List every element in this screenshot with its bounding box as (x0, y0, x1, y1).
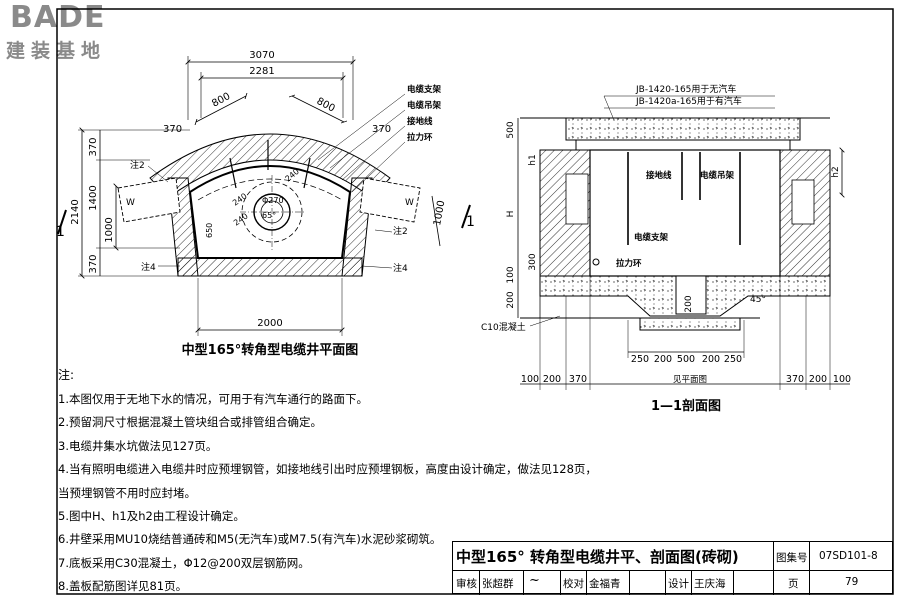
reviewer-signature: ~ (529, 573, 540, 588)
note-8: 8.盖板配筋图详见81页。 (58, 579, 188, 594)
section-dim-h2: h2 (831, 166, 841, 177)
plan-view: 3070 2281 800 800 370 370 W W Φ270 65° 2… (56, 50, 475, 336)
plan-note-4-right: 注4 (393, 262, 408, 274)
section-base-100-right: 100 (833, 374, 851, 385)
section-base-370-right: 370 (786, 374, 804, 385)
section-base-200-left: 200 (543, 374, 561, 385)
section-bottom-500: 500 (677, 354, 695, 365)
plan-w-left: W (126, 198, 135, 208)
pit-diameter: Φ270 (262, 196, 284, 205)
note-4: 4.当有照明电缆进入电缆井时应预埋钢管，如接地线引出时应预埋钢板，高度由设计确定… (58, 462, 597, 477)
section-bottom-200-right: 200 (702, 354, 720, 365)
dim-arc-right: 800 (315, 96, 337, 115)
dim-inner-width: 2281 (249, 66, 274, 77)
plan-note-2-left: 注2 (130, 159, 145, 171)
dim-bottom-width: 2000 (257, 318, 282, 329)
section-dim-H: H (506, 211, 516, 218)
reviewer-name: 张超群 (482, 578, 514, 590)
section-cable-hanger: 电缆吊架 (700, 170, 735, 181)
note-4-cont: 当预埋钢管不用时应封堵。 (58, 485, 196, 500)
dim-overall-width: 3070 (249, 50, 274, 61)
section-dim-pit-200: 200 (684, 295, 694, 312)
atlas-number: 07SD101-8 (819, 550, 878, 562)
callout-jb-car: JB-1420a-165用于有汽车 (635, 95, 742, 107)
note-3: 3.电缆井集水坑做法见127页。 (58, 438, 218, 453)
dim-wall-tl: 370 (163, 124, 182, 135)
section-dim-100: 100 (506, 266, 516, 283)
section-view: JB-1420-165用于无汽车 JB-1420a-165用于有汽车 接地线 (481, 83, 851, 390)
section-pull-ring: 拉力环 (616, 258, 642, 269)
section-bottom-250-right: 250 (724, 354, 742, 365)
title-block-row: 中型165° 转角型电缆井平、剖面图(砖砌) 图集号 07SD101-8 (453, 542, 892, 571)
plan-note-2-right: 注2 (393, 225, 408, 237)
review-label: 审核 (456, 578, 477, 590)
pit-angle: 65° (262, 211, 276, 220)
section-dim-200: 200 (506, 291, 516, 308)
dim-h-mid: 1400 (88, 185, 99, 210)
sheet-frame (56, 8, 894, 595)
atlas-label: 图集号 (776, 552, 808, 564)
section-dim-300: 300 (528, 253, 538, 270)
dim-height-total: 2140 (70, 199, 81, 224)
section-bottom-200-left: 200 (654, 354, 672, 365)
note-1: 1.本图仅用于无地下水的情况，可用于有汽车通行的路面下。 (58, 392, 368, 406)
section-mark-left: 1 (56, 224, 65, 240)
section-base-200-right: 200 (809, 374, 827, 385)
plan-w-right: W (405, 198, 414, 208)
section-base-100-left: 100 (521, 374, 539, 385)
section-caption: 1—1剖面图 (651, 398, 721, 414)
plan-note-4-left: 注4 (141, 261, 156, 273)
leader-ground-wire: 接地线 (407, 116, 433, 127)
note-5: 5.图中H、h1及h2由工程设计确定。 (58, 509, 245, 524)
logo-subtitle: 建装基地 (6, 40, 107, 62)
section-c10-concrete: C10混凝土 (481, 321, 526, 333)
section-dim-500: 500 (506, 121, 516, 138)
notes-heading: 注: (58, 368, 75, 382)
section-cable-support: 电缆支架 (634, 232, 669, 243)
dim-h-top: 370 (88, 137, 99, 156)
section-base-center: 见平面图 (673, 375, 707, 385)
note-2: 2.预留洞尺寸根据混凝土管块组合或排管组合确定。 (58, 415, 322, 430)
designer-name: 王庆海 (694, 578, 726, 590)
note-6: 6.井壁采用MU10烧结普通砖和M5(无汽车)或M7.5(有汽车)水泥砂浆砌筑。 (58, 532, 442, 547)
section-angle-45: 45° (750, 295, 766, 305)
dim-h-bot: 370 (88, 254, 99, 273)
design-label: 设计 (668, 578, 689, 590)
drawing-title: 中型165° 转角型电缆井平、剖面图(砖砌) (456, 548, 739, 566)
page-number: 79 (845, 576, 859, 588)
leader-cable-support: 电缆支架 (407, 84, 442, 95)
check-label: 校对 (563, 578, 584, 590)
section-bottom-250-left: 250 (631, 354, 649, 365)
title-block: 中型165° 转角型电缆井平、剖面图(砖砌) 图集号 07SD101-8 审核 … (452, 541, 893, 595)
leader-cable-hanger: 电缆吊架 (407, 100, 442, 111)
dim-h-right: 1000 (432, 200, 447, 227)
dim-h-w: 1000 (104, 217, 115, 242)
section-ground-wire: 接地线 (646, 170, 672, 181)
dim-650: 650 (205, 223, 214, 238)
notes-block: 注: 1.本图仅用于无地下水的情况，可用于有汽车通行的路面下。 2.预留洞尺寸根… (58, 366, 597, 599)
page-label: 页 (788, 578, 799, 590)
section-dim-h1: h1 (528, 154, 538, 165)
dim-arc-left: 800 (210, 91, 232, 110)
note-7: 7.底板采用C30混凝土，Φ12@200双层钢筋网。 (58, 555, 310, 570)
leader-pull-ring: 拉力环 (407, 132, 433, 143)
checker-name: 金福青 (589, 578, 621, 590)
section-mark-right: 1 (466, 214, 475, 230)
plan-caption: 中型165°转角型电缆井平面图 (182, 342, 359, 358)
section-base-370-left: 370 (569, 374, 587, 385)
dim-wall-tr: 370 (372, 124, 391, 135)
callout-jb-no-car: JB-1420-165用于无汽车 (635, 83, 736, 95)
